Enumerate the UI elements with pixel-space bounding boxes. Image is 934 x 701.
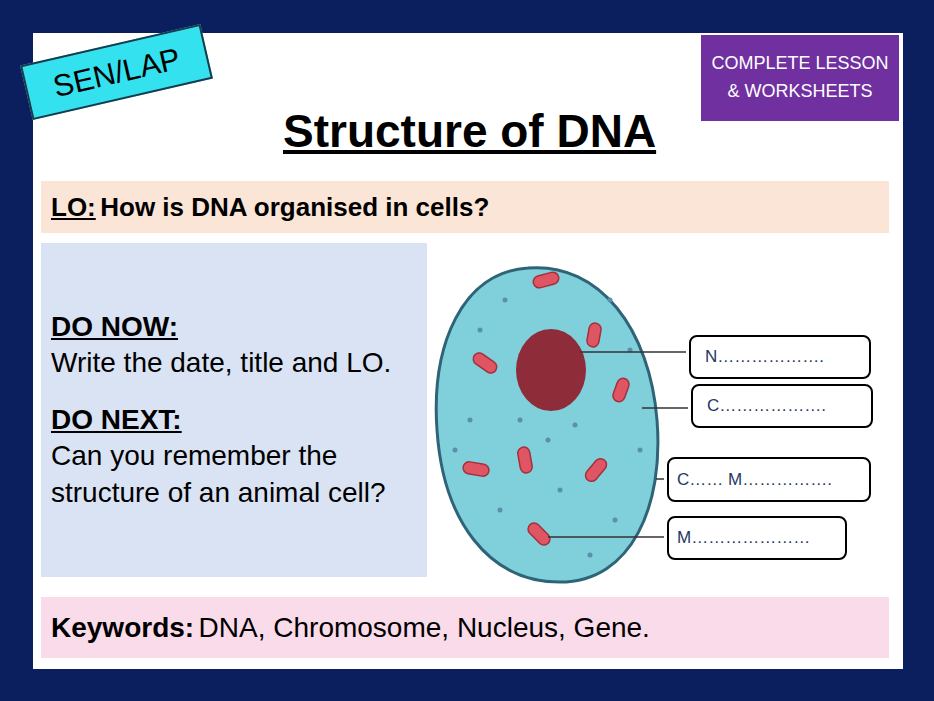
text: Keywords: [51,612,194,643]
text: C…… M……………. [677,469,861,490]
text: Can you remember the structure of an ani… [51,438,417,511]
text-row: LO: How is DNA organised in cells? [51,191,879,224]
text: C………………. [707,395,857,416]
text-row: Keywords: DNA, Chromosome, Nucleus, Gene… [51,610,879,645]
label-box: C………………. [691,384,873,428]
label-box: N………………. [689,335,871,379]
text: LO: [51,192,96,222]
text: M………………… [677,527,837,548]
text: DNA, Chromosome, Nucleus, Gene. [199,612,650,643]
text: N………………. [705,346,855,367]
resource-badge: COMPLETE LESSON & WORKSHEETS [701,35,899,121]
cell [436,268,658,582]
leader-lines [548,352,688,537]
objective-band: LO: How is DNA organised in cells? [41,181,889,233]
label-box: C…… M……………. [667,457,871,502]
text: COMPLETE LESSON & WORKSHEETS [707,50,893,106]
text: DO NOW: [51,309,417,345]
task-box: DO NOW:Write the date, title and LO. DO N… [41,243,427,577]
text: Write the date, title and LO. [51,345,417,381]
text: DO NEXT: [51,402,417,438]
slide-title: Structure of DNA [283,104,656,158]
label-box: M………………… [667,516,847,560]
text: How is DNA organised in cells? [100,192,489,222]
keywords-band: Keywords: DNA, Chromosome, Nucleus, Gene… [41,597,889,658]
